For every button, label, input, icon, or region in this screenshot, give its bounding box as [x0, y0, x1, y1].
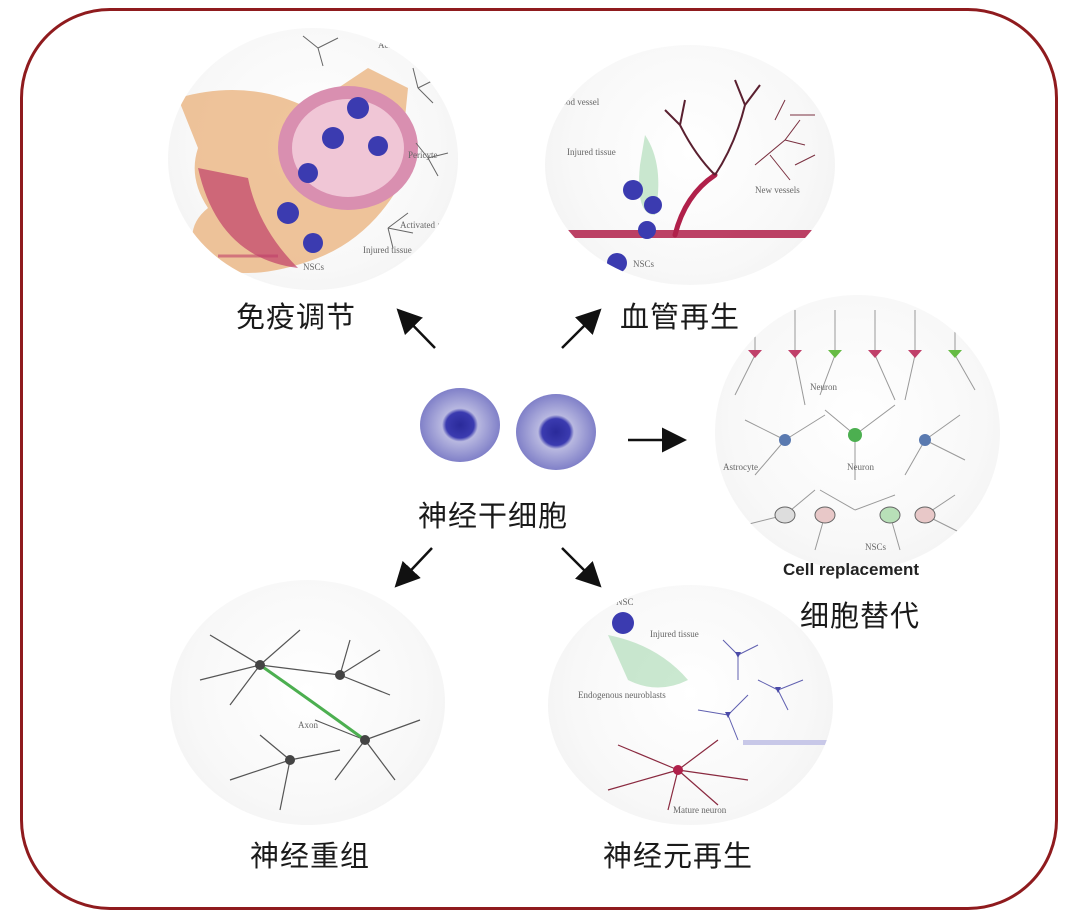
label-neural-rewiring: 神经重组	[250, 839, 371, 873]
annotation-angio-3: New vessels	[755, 185, 800, 195]
panel-neural-rewiring: Axon	[170, 580, 445, 825]
annotation-immune-1: Activated microglia	[378, 40, 450, 50]
label-angiogenesis: 血管再生	[620, 300, 741, 334]
cell-replacement-illustration: Neuron Astrocyte Neuron Oligodendrocyte …	[715, 310, 976, 552]
annotation-replace-3: Neuron	[847, 462, 874, 472]
annotation-angio-2: Injured tissue	[567, 147, 616, 157]
annotation-neurogen-1: NSC	[616, 597, 634, 607]
stem-cell-left	[420, 388, 500, 462]
label-immune-regulation: 免疫调节	[236, 300, 357, 334]
arrow-to-neurogen	[561, 547, 602, 588]
annotation-immune-4: Injured tissue	[363, 245, 412, 255]
panel-immune: Activated microglia Pericyte Activated a…	[168, 28, 458, 290]
panel-angiogenesis: Blood vessel Injured tissue New vessels …	[545, 45, 835, 285]
annotation-immune-5: NSCs	[303, 262, 325, 272]
neural-rewiring-illustration: Axon	[199, 629, 421, 811]
arrow-to-rewiring	[394, 547, 433, 588]
sublabel-cell-replacement: Cell replacement	[783, 560, 920, 579]
annotation-immune-3: Activated astrocyte	[400, 220, 458, 230]
annotation-replace-1: Neuron	[810, 382, 837, 392]
outer-frame	[20, 8, 1058, 910]
center-label: 神经干细胞	[418, 499, 569, 533]
annotation-replace-5: NSCs	[865, 542, 887, 552]
annotation-rewire-1: Axon	[298, 720, 318, 730]
annotation-neurogen-2: Injured tissue	[650, 629, 699, 639]
annotation-immune-2: Pericyte	[408, 150, 438, 160]
neural-stem-cells	[420, 388, 596, 470]
arrow-to-immune	[396, 308, 436, 349]
annotation-neurogen-4: Mature neuron	[673, 805, 727, 815]
annotation-neurogen-3: Endogenous neuroblasts	[578, 690, 666, 700]
panel-cell-replacement: Neuron Astrocyte Neuron Oligodendrocyte …	[715, 295, 1000, 570]
annotation-replace-2: Astrocyte	[723, 462, 758, 472]
angiogenesis-illustration: Blood vessel Injured tissue New vessels …	[553, 79, 835, 273]
annotation-angio-4: NSCs	[633, 259, 655, 269]
panel-neuronal-regeneration: NSC Injured tissue Endogenous neuroblast…	[548, 585, 833, 825]
stem-cell-right	[516, 394, 596, 470]
arrow-to-angio	[561, 308, 602, 349]
neuronal-regeneration-illustration: NSC Injured tissue Endogenous neuroblast…	[578, 597, 828, 815]
label-neuronal-regeneration: 神经元再生	[603, 839, 754, 873]
annotation-angio-1: Blood vessel	[553, 97, 600, 107]
label-cell-replacement: 细胞替代	[800, 599, 921, 633]
annotation-replace-4: Oligodendrocyte	[715, 542, 775, 552]
immune-illustration: Activated microglia Pericyte Activated a…	[178, 35, 458, 273]
